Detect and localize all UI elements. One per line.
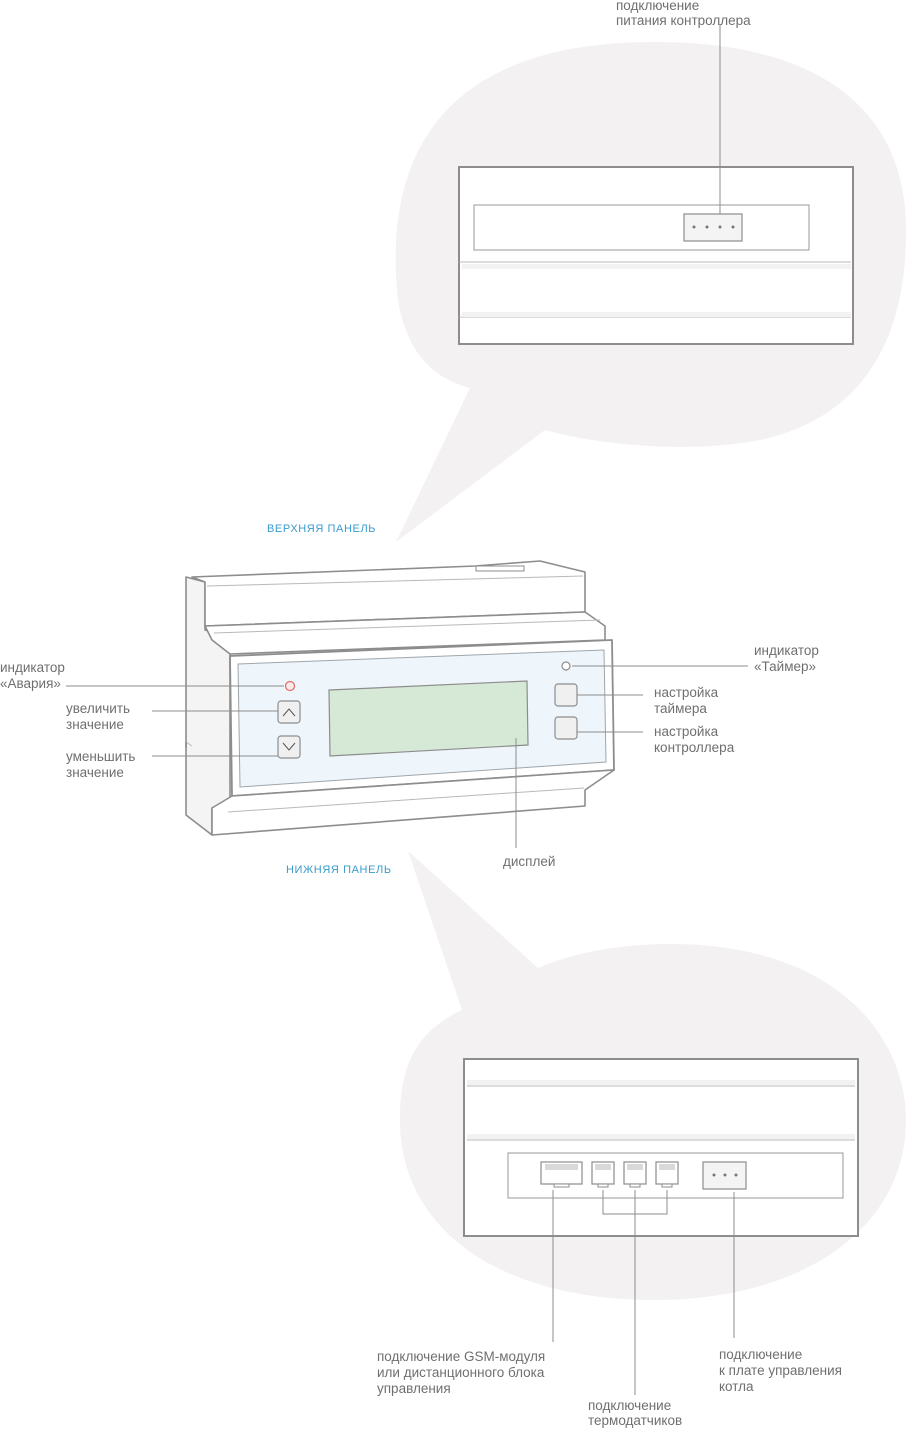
top-panel-groove-shade xyxy=(462,264,851,269)
top-panel-callout: подключение питания контроллера xyxy=(395,0,906,542)
controller-device xyxy=(185,560,615,836)
power-connection-label: подключение питания контроллера xyxy=(616,0,751,28)
boiler-connection-label: подключение к плате управления котла xyxy=(719,1347,846,1394)
alarm-led-label: индикатор «Авария» xyxy=(0,660,69,691)
top-panel-terminal-strip xyxy=(473,204,810,251)
sensor-port-1 xyxy=(591,1161,615,1188)
device-shoulder-groove xyxy=(213,619,601,634)
chevron-down-icon xyxy=(282,742,296,751)
top-panel-groove-shade-2 xyxy=(462,312,851,317)
boiler-connector xyxy=(702,1161,747,1190)
controller-setup-button[interactable] xyxy=(554,716,578,740)
sensors-connection-label: подключение термодатчиков xyxy=(588,1398,682,1428)
device-bottom-step xyxy=(211,769,615,836)
gsm-connection-label: подключение GSM-модуля или дистанционног… xyxy=(377,1349,549,1396)
device-top-edge xyxy=(206,575,584,587)
gsm-port xyxy=(540,1161,583,1188)
timer-setup-label: настройка таймера xyxy=(654,685,722,716)
chevron-up-icon xyxy=(282,708,296,717)
bottom-panel-groove-shade xyxy=(467,1080,855,1085)
device-bottom-groove xyxy=(227,787,585,813)
timer-setup-button[interactable] xyxy=(554,683,578,707)
device-leaders xyxy=(66,665,748,848)
sensor-port-2 xyxy=(623,1161,647,1188)
device-rail-notch xyxy=(185,741,193,747)
device-top-step xyxy=(191,560,586,627)
increase-value-button[interactable] xyxy=(277,700,301,724)
bottom-panel-outline xyxy=(463,1058,859,1237)
power-connector-pins xyxy=(692,225,735,229)
bottom-panel-callout xyxy=(400,851,906,1395)
bottom-panel-groove-shade-2 xyxy=(467,1134,855,1139)
decrease-value-button[interactable] xyxy=(277,735,301,759)
increase-value-label: увеличить значение xyxy=(66,701,134,732)
alarm-led-icon xyxy=(284,680,296,692)
sensor-port-3 xyxy=(655,1161,679,1188)
display-label: дисплей xyxy=(503,854,555,869)
controller-setup-label: настройка контроллера xyxy=(654,724,735,755)
timer-led-icon xyxy=(561,661,571,671)
decrease-value-label: уменьшить значение xyxy=(66,749,139,780)
top-panel-caption: ВЕРХНЯЯ ПАНЕЛЬ xyxy=(267,523,376,535)
device-top-latch xyxy=(475,565,525,572)
bottom-panel-caption: НИЖНЯЯ ПАНЕЛЬ xyxy=(286,864,392,876)
timer-led-label: индикатор «Таймер» xyxy=(754,643,823,674)
lcd-display xyxy=(328,680,529,757)
